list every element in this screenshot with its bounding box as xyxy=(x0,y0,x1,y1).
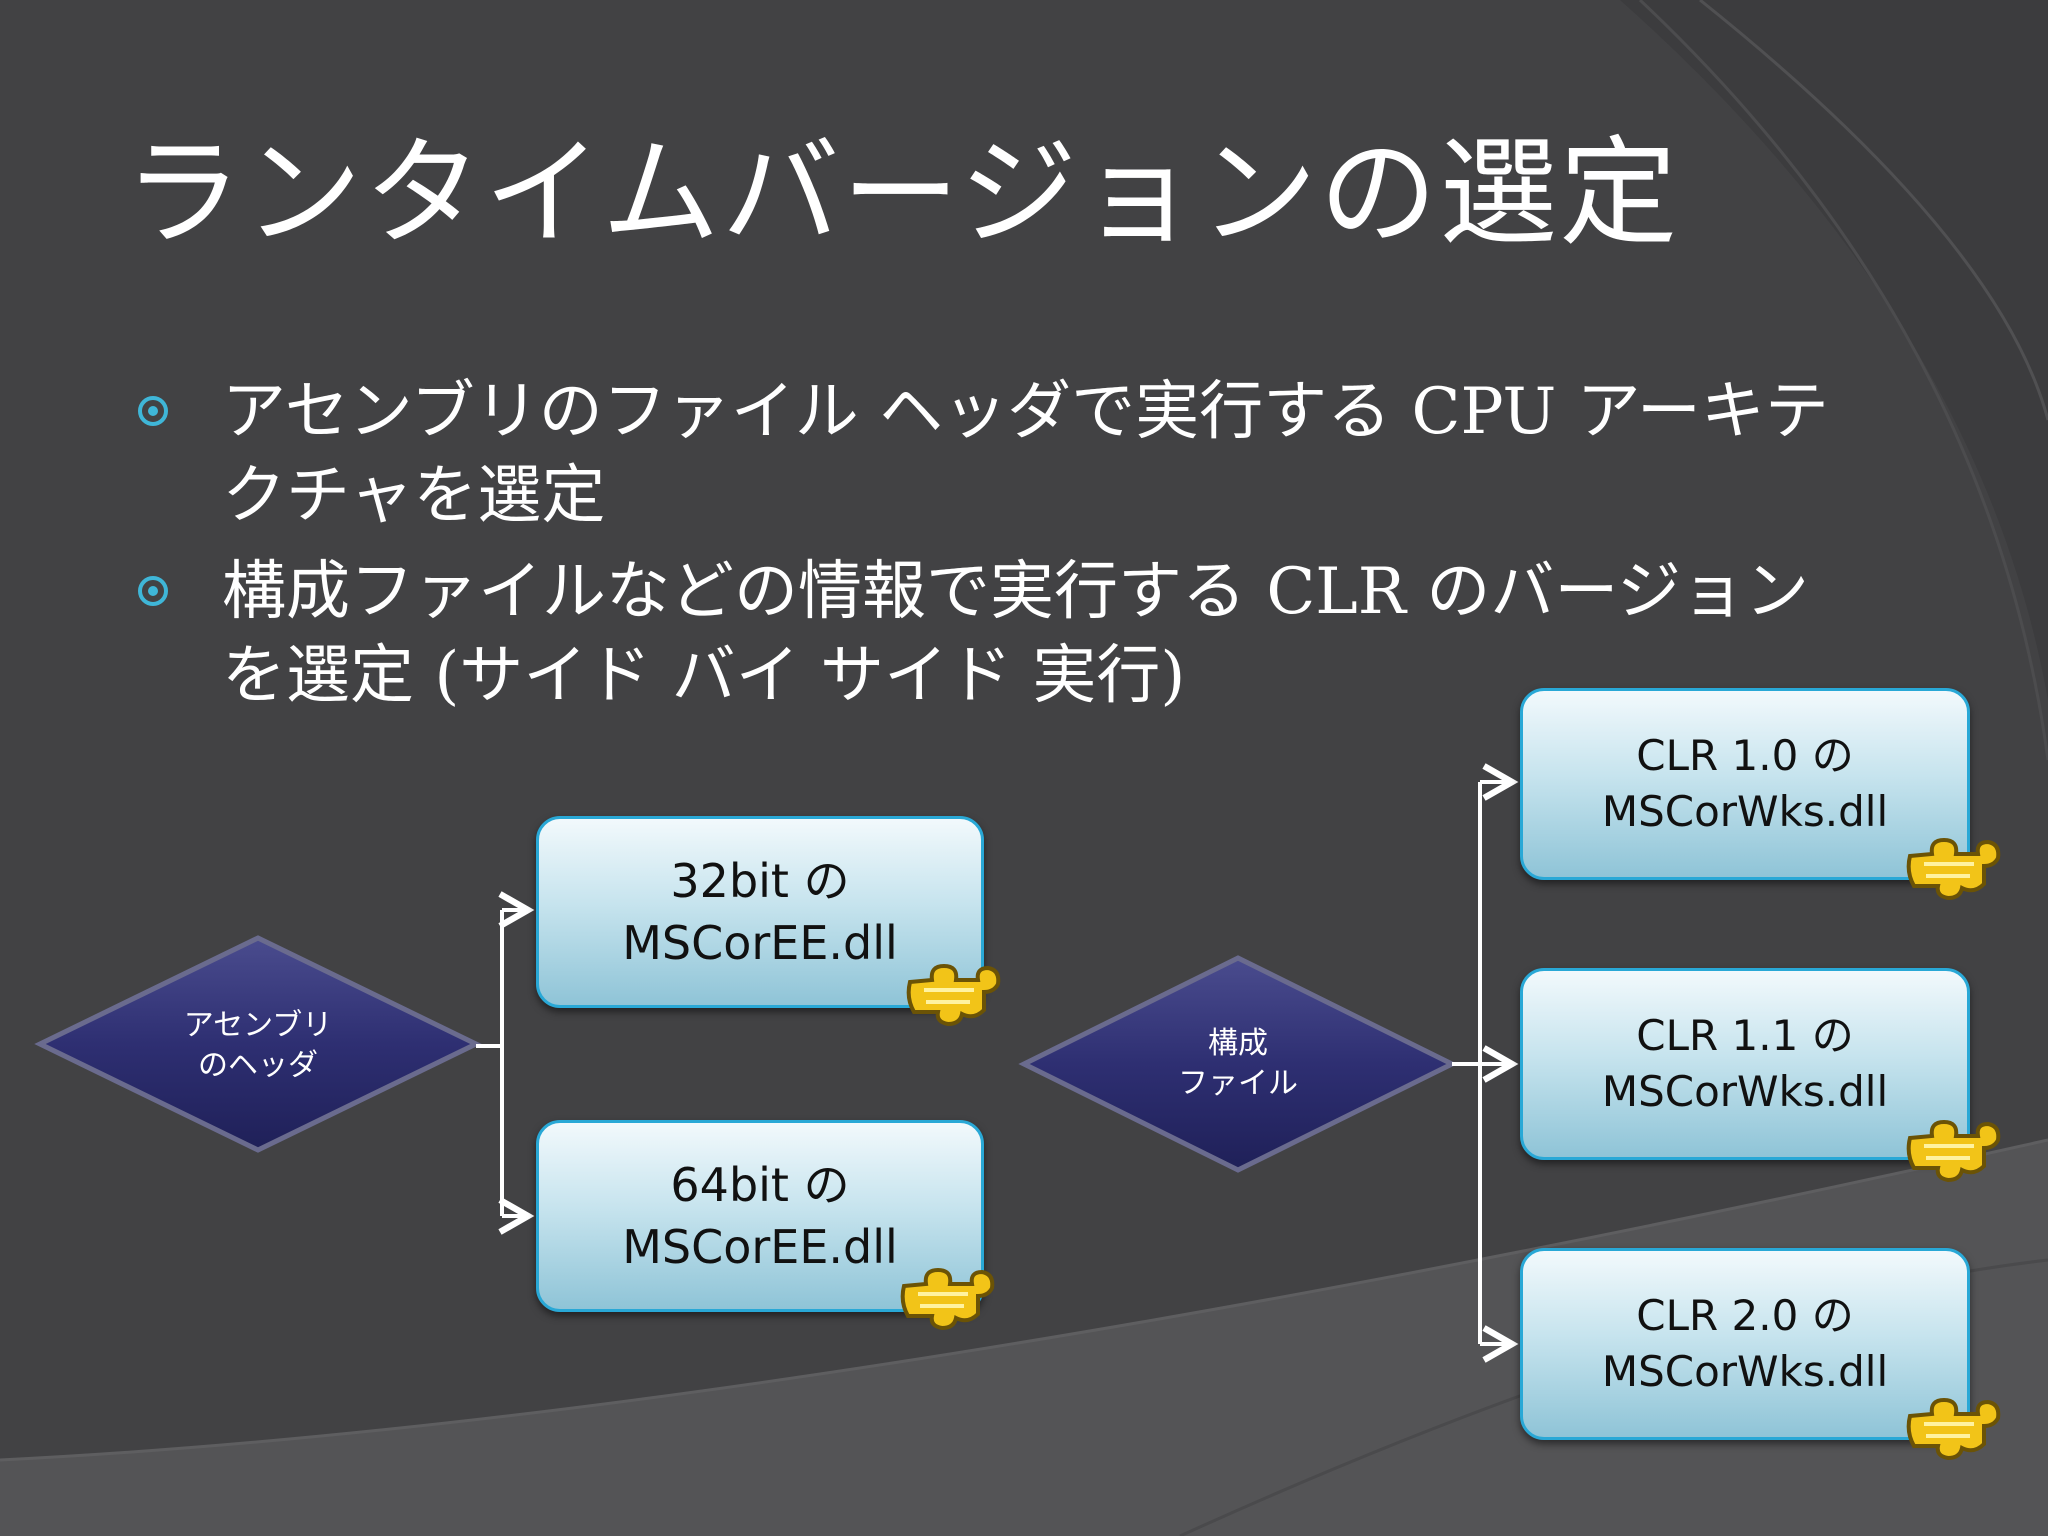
slide-title: ランタイムバージョンの選定 xyxy=(124,124,1680,262)
bullet-line: 構成ファイルなどの情報で実行する CLR のバージョン xyxy=(222,555,1810,629)
decision-label-line: 構成 xyxy=(1208,1026,1268,1061)
puzzle-piece-icon xyxy=(1906,1119,2001,1183)
connector-header xyxy=(476,891,535,1235)
box-title: CLR 2.0 の xyxy=(1636,1291,1854,1340)
corwks-clr11-box: CLR 1.1 の MSCorWks.dll xyxy=(1520,968,1970,1160)
connector-config xyxy=(1452,763,1519,1363)
bullet-text: 構成ファイルなどの情報で実行する CLR のバージョン を選定 (サイド バイ … xyxy=(222,550,1930,718)
decision-label-config: 構成 ファイル xyxy=(1118,1024,1358,1104)
puzzle-piece-icon xyxy=(906,963,1001,1027)
box-title: CLR 1.1 の xyxy=(1636,1011,1854,1060)
coree-64bit-box: 64bit の MSCorEE.dll xyxy=(536,1120,984,1312)
box-dll: MSCorEE.dll xyxy=(622,916,898,970)
decision-label-line: アセンブリ xyxy=(183,1008,333,1043)
box-dll: MSCorEE.dll xyxy=(622,1220,898,1274)
decision-diamond-header xyxy=(34,935,482,1153)
decision-label-line: のヘッダ xyxy=(198,1048,318,1083)
coree-32bit-box: 32bit の MSCorEE.dll xyxy=(536,816,984,1008)
bullet-line: クチャを選定 xyxy=(222,459,606,533)
puzzle-piece-icon xyxy=(1906,837,2001,901)
corwks-clr10-box: CLR 1.0 の MSCorWks.dll xyxy=(1520,688,1970,880)
bullet-line: を選定 (サイド バイ サイド 実行) xyxy=(222,639,1186,713)
bullet-line: アセンブリのファイル ヘッダで実行する CPU アーキテ xyxy=(222,375,1829,449)
circle-bullet-icon xyxy=(138,396,168,426)
box-title: CLR 1.0 の xyxy=(1636,731,1854,780)
box-dll: MSCorWks.dll xyxy=(1601,1347,1889,1396)
bullet-item-clr: 構成ファイルなどの情報で実行する CLR のバージョン を選定 (サイド バイ … xyxy=(130,550,1930,718)
puzzle-piece-icon xyxy=(1906,1397,2001,1461)
puzzle-piece-icon xyxy=(900,1267,995,1331)
box-dll: MSCorWks.dll xyxy=(1601,787,1889,836)
decision-diamond-config xyxy=(1018,955,1458,1173)
decision-label-line: ファイル xyxy=(1178,1066,1298,1101)
box-title: 32bit の xyxy=(670,854,850,908)
bullet-text: アセンブリのファイル ヘッダで実行する CPU アーキテ クチャを選定 xyxy=(222,370,1930,538)
bullet-list: アセンブリのファイル ヘッダで実行する CPU アーキテ クチャを選定 構成ファ… xyxy=(130,370,1930,730)
box-title: 64bit の xyxy=(670,1158,850,1212)
box-dll: MSCorWks.dll xyxy=(1601,1067,1889,1116)
decision-label-header: アセンブリ のヘッダ xyxy=(138,1006,378,1086)
corwks-clr20-box: CLR 2.0 の MSCorWks.dll xyxy=(1520,1248,1970,1440)
circle-bullet-icon xyxy=(138,576,168,606)
bullet-item-cpu: アセンブリのファイル ヘッダで実行する CPU アーキテ クチャを選定 xyxy=(130,370,1930,538)
